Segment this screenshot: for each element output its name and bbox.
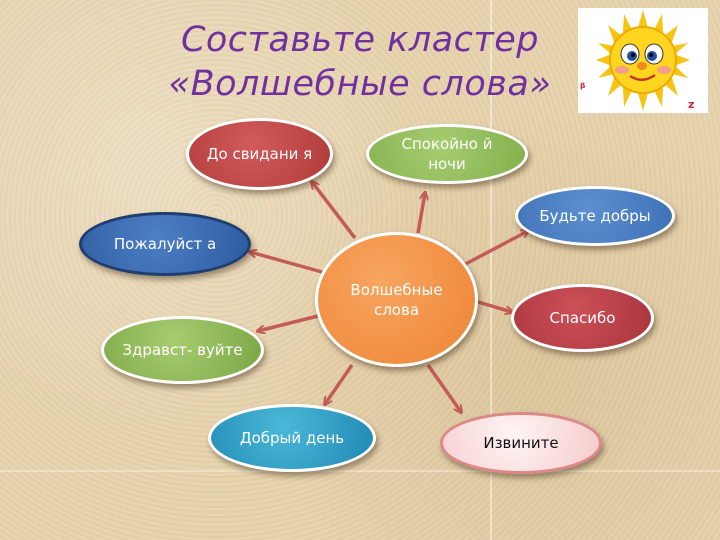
background-divider-vertical: [490, 0, 492, 540]
arrow-to-izvinite: [426, 363, 461, 412]
arrow-to-spokoynoy-nochi: [416, 193, 425, 234]
node-label: Пожалуйст а: [113, 235, 217, 253]
center-node-magic-words: Волшебные слова: [315, 232, 478, 367]
node-spokoynoy-nochi: Спокойно й ночи: [366, 124, 528, 184]
node-pozhaluysta: Пожалуйст а: [79, 212, 251, 276]
title-line-2: «Волшебные слова»: [168, 64, 552, 104]
node-label: Извините: [483, 434, 559, 452]
node-zdravstvuyte: Здравст- вуйте: [101, 316, 264, 384]
node-label: Добрый день: [239, 429, 345, 447]
arrow-to-spasibo: [477, 300, 512, 312]
arrow-to-do-svidaniya: [312, 182, 357, 240]
node-label: Здравст- вуйте: [122, 341, 243, 359]
slide-title: Составьте кластер «Волшебные слова»: [100, 18, 620, 106]
node-label: Спокойно й ночи: [401, 135, 493, 173]
svg-text:ᵦ: ᵦ: [580, 77, 586, 91]
node-do-svidaniya: До свидани я: [186, 118, 333, 190]
node-dobryy-den: Добрый день: [208, 404, 376, 472]
node-label: Будьте добры: [539, 207, 651, 225]
node-label: До свидани я: [206, 145, 313, 163]
center-node-label: Волшебные слова: [350, 280, 443, 319]
svg-text:z: z: [688, 98, 694, 111]
arrow-to-zdravstvuyte: [258, 314, 319, 331]
node-izvinite: Извините: [440, 412, 602, 474]
background-divider-horizontal: [0, 470, 720, 472]
title-line-1: Составьте кластер: [180, 20, 540, 60]
arrow-to-budte-dobry: [457, 231, 528, 270]
arrow-to-dobryy-den: [325, 364, 354, 404]
node-budte-dobry: Будьте добры: [515, 186, 675, 246]
smiling-sun-icon: ᵦ z: [578, 8, 708, 113]
arrow-to-pozhaluysta: [250, 252, 323, 274]
node-label: Спасибо: [549, 309, 616, 327]
node-spasibo: Спасибо: [511, 284, 654, 352]
